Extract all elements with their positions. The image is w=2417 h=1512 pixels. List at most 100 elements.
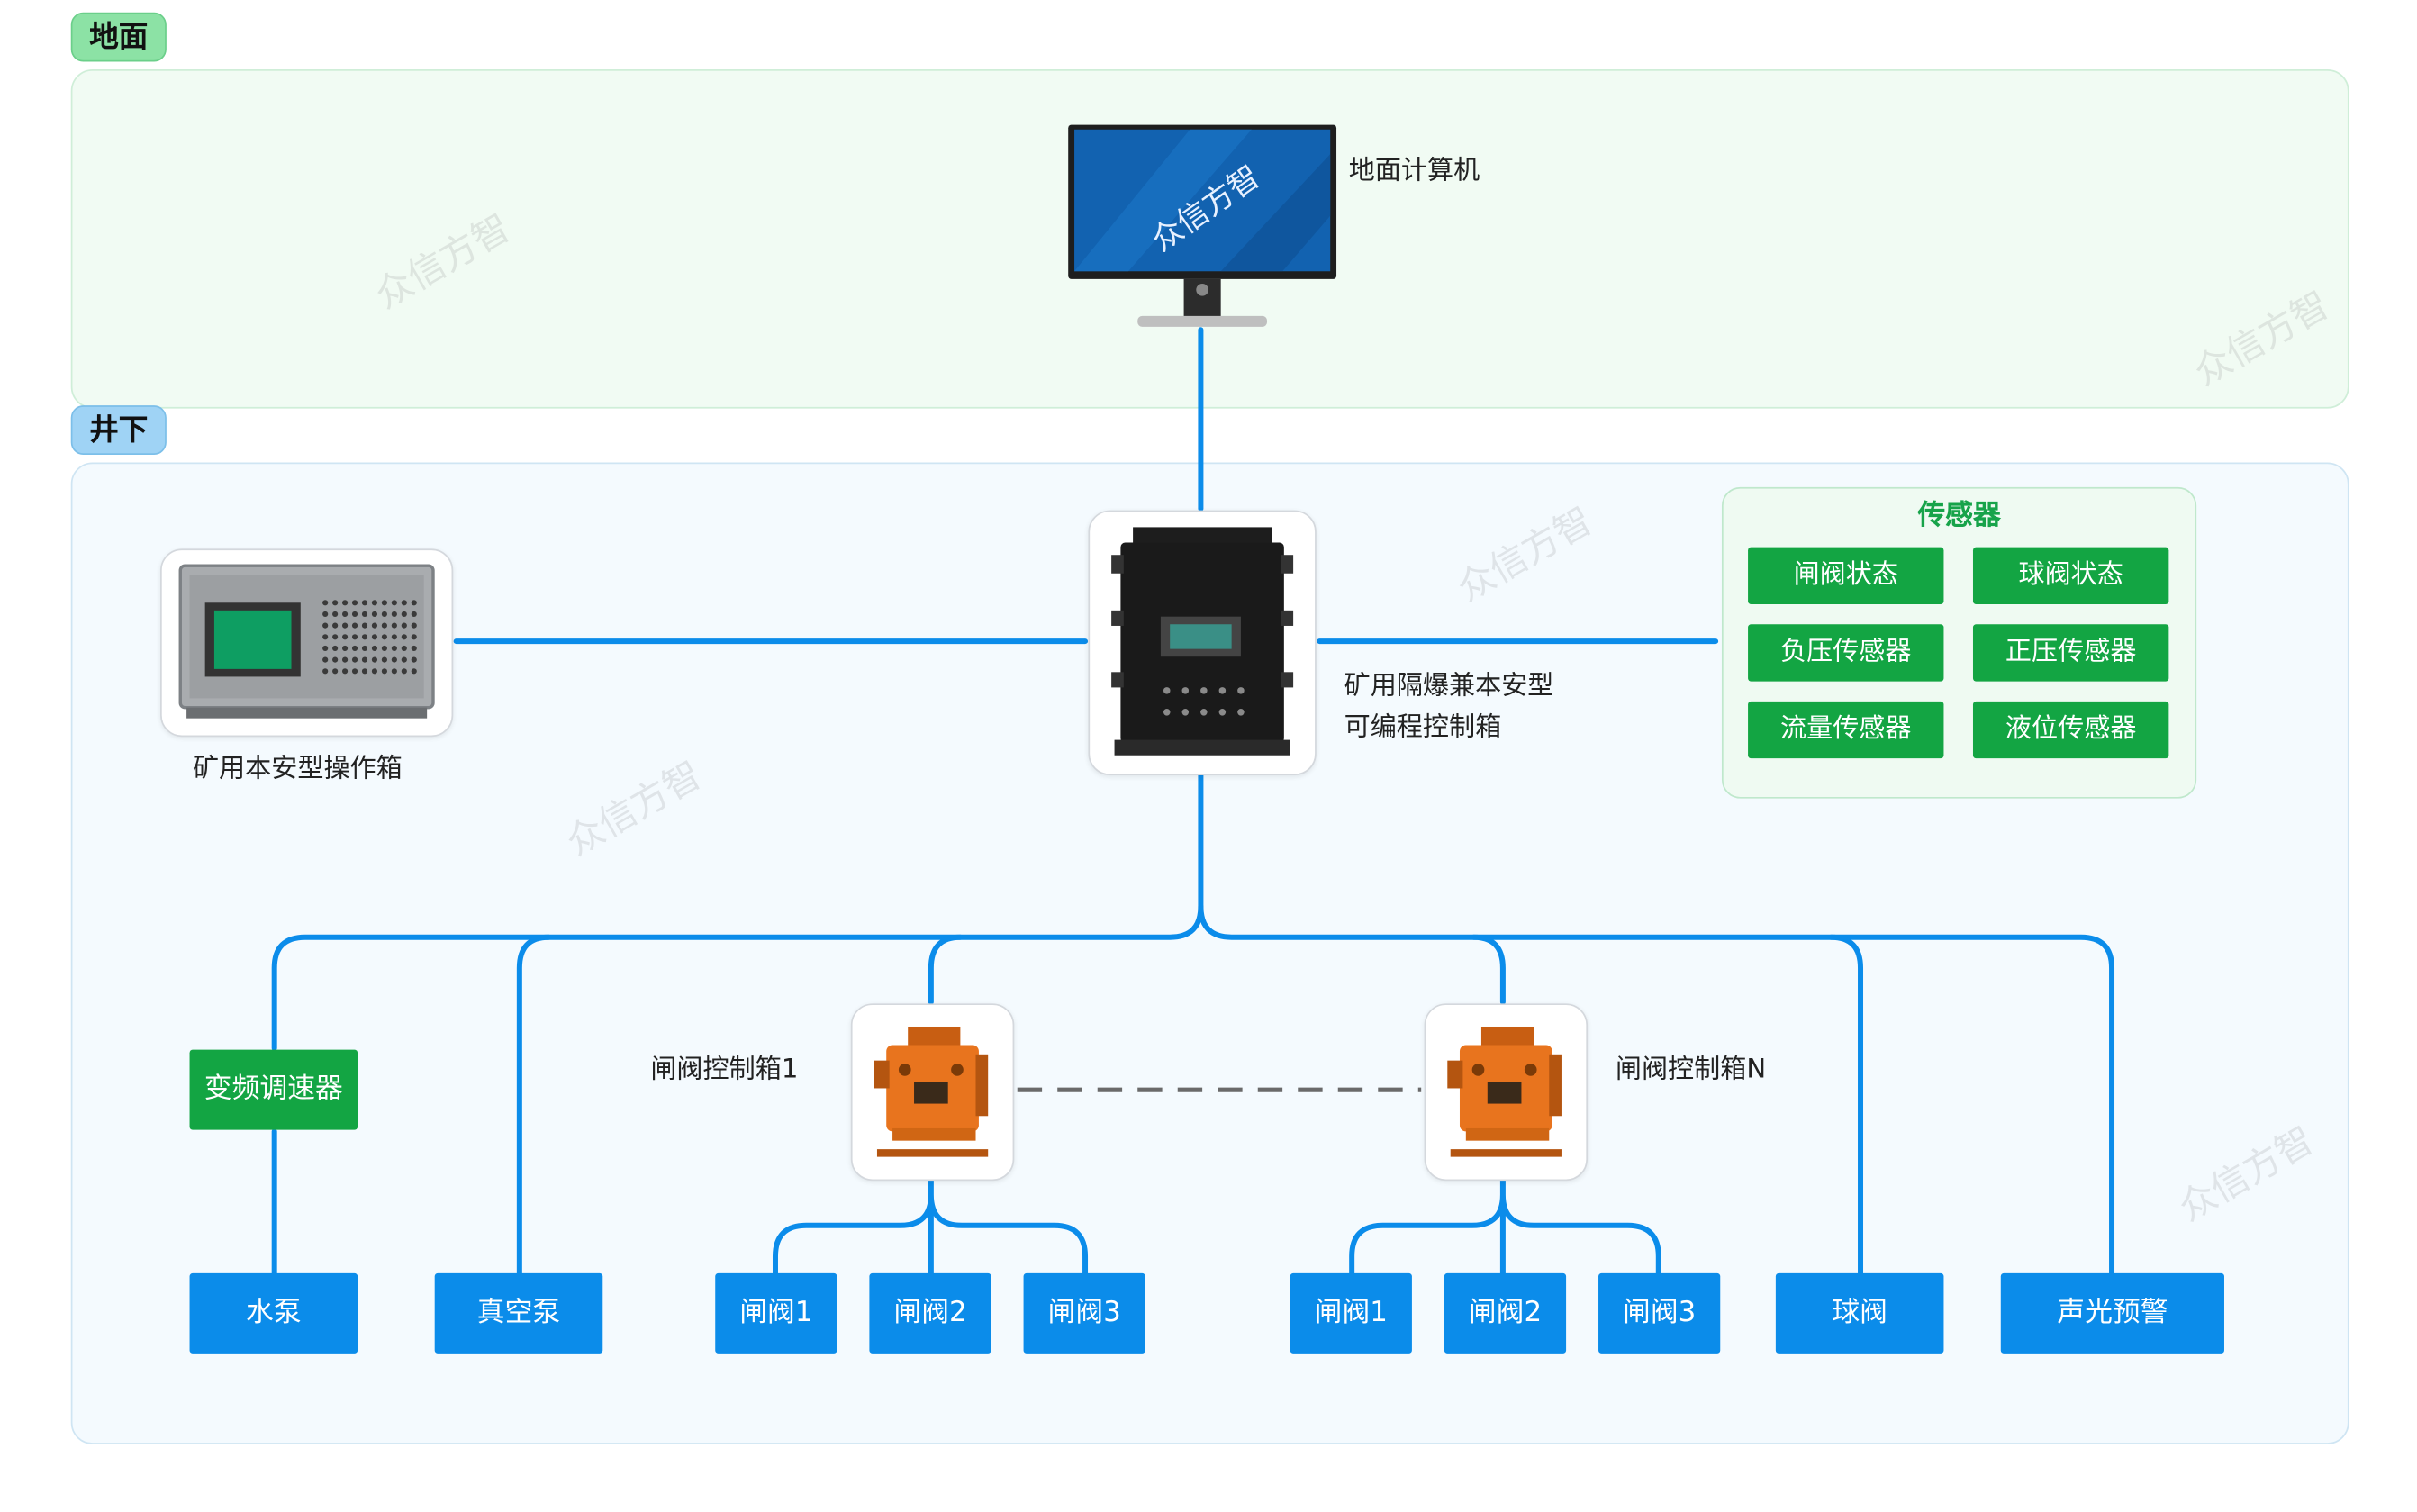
panel-button-dot: [322, 656, 329, 663]
panel-button-dot: [341, 622, 349, 629]
panel-button-dot: [381, 645, 387, 652]
panel-button-dot: [361, 622, 368, 629]
panel-button-dot: [361, 634, 368, 640]
valve-box-1-card: [850, 1003, 1015, 1182]
panel-button-dot: [361, 645, 368, 652]
sensor-panel-title: 传感器: [1917, 499, 2001, 532]
panel-button-dot: [411, 611, 417, 618]
panel-button-dot: [322, 600, 329, 606]
panel-button-dot: [371, 668, 378, 675]
ground-tag: 地面: [70, 12, 167, 62]
panel-button-dot: [351, 645, 358, 652]
panel-button-dot: [411, 668, 417, 675]
panel-button-dot: [341, 645, 349, 652]
device-gate-valve-1a: 闸阀1: [715, 1272, 837, 1354]
panel-button-dot: [322, 622, 329, 629]
panel-button-dot: [351, 656, 358, 663]
sensor-panel: 传感器 闸阀状态 球阀状态 负压传感器 正压传感器 流量传感器 液位传感器: [1721, 486, 2197, 799]
device-gate-valve-2b: 闸阀2: [1444, 1272, 1567, 1354]
panel-button-dot: [381, 622, 387, 629]
panel-button-dot: [361, 600, 368, 606]
panel-button-dot: [381, 656, 387, 663]
panel-button-dot: [391, 645, 397, 652]
panel-button-dot: [332, 668, 339, 675]
controller-label-line1: 矿用隔爆兼本安型: [1344, 670, 1554, 702]
panel-button-dot: [411, 656, 417, 663]
panel-button-dot: [401, 645, 407, 652]
panel-button-dot: [351, 622, 358, 629]
panel-button-dot: [401, 600, 407, 606]
device-water-pump: 水泵: [189, 1272, 358, 1354]
panel-button-dot: [341, 634, 349, 640]
panel-button-dot: [351, 600, 358, 606]
panel-button-dot: [381, 634, 387, 640]
panel-button-dot: [332, 622, 339, 629]
panel-button-dot: [401, 622, 407, 629]
panel-button-dot: [401, 611, 407, 618]
device-gate-valve-1b: 闸阀1: [1290, 1272, 1412, 1354]
panel-button-dot: [371, 645, 378, 652]
panel-button-dot: [391, 634, 397, 640]
ball-valve-link: [1828, 934, 1864, 1276]
panel-button-dot: [361, 656, 368, 663]
sensor-negative-pressure: 负压传感器: [1748, 624, 1944, 682]
panel-button-dot: [341, 668, 349, 675]
panel-button-dot: [411, 600, 417, 606]
device-gate-valve-3b: 闸阀3: [1598, 1272, 1721, 1354]
panel-button-dot: [391, 622, 397, 629]
panel-button-dot: [401, 656, 407, 663]
panel-button-dot: [371, 634, 378, 640]
device-vacuum-pump: 真空泵: [434, 1272, 603, 1354]
valve-box-n-icon: [1447, 1026, 1562, 1157]
panel-button-dot: [401, 668, 407, 675]
panel-button-dot: [332, 611, 339, 618]
operator-panel-icon: [178, 564, 435, 719]
valve-box-n-link: [1471, 934, 1506, 1005]
underground-tag: 井下: [70, 405, 167, 455]
panel-button-dot: [371, 600, 378, 606]
sensor-flow: 流量传感器: [1748, 701, 1944, 759]
panel-button-dot: [381, 611, 387, 618]
controller-cabinet-icon: [1111, 527, 1294, 756]
computer-monitor-icon: 众信方智: [1068, 124, 1337, 327]
bus-right: [1198, 903, 2115, 1276]
panel-button-dot: [391, 611, 397, 618]
panel-button-dot: [391, 600, 397, 606]
panel-button-dot: [361, 668, 368, 675]
controller-card: [1088, 510, 1317, 775]
panel-button-dot: [332, 600, 339, 606]
sensor-ball-valve-status: 球阀状态: [1972, 547, 2169, 604]
controller-label-line2: 可编程控制箱: [1344, 711, 1502, 744]
valve-box-n-branches: [1349, 1178, 1661, 1276]
panel-button-dot: [332, 634, 339, 640]
panel-button-dot: [411, 634, 417, 640]
device-alarm: 声光预警: [2000, 1272, 2224, 1354]
panel-button-dot: [341, 611, 349, 618]
device-gate-valve-2a: 闸阀2: [869, 1272, 991, 1354]
device-ball-valve: 球阀: [1775, 1272, 1944, 1354]
panel-button-dot: [332, 656, 339, 663]
valve-box-1-branches: [772, 1178, 1089, 1276]
panel-button-dot: [391, 656, 397, 663]
panel-button-dot: [351, 634, 358, 640]
valve-box-1-icon: [874, 1026, 989, 1157]
panel-button-dot: [411, 622, 417, 629]
panel-button-dot: [401, 634, 407, 640]
panel-button-dot: [322, 634, 329, 640]
panel-button-dot: [351, 611, 358, 618]
sensor-gate-valve-status: 闸阀状态: [1748, 547, 1944, 604]
sensor-level: 液位传感器: [1972, 701, 2169, 759]
panel-button-dot: [341, 600, 349, 606]
panel-button-dot: [371, 611, 378, 618]
valve-box-n-label: 闸阀控制箱N: [1615, 1054, 1767, 1086]
panel-button-dot: [371, 656, 378, 663]
operator-box-card: [160, 548, 454, 738]
panel-button-dot: [381, 600, 387, 606]
operator-box-label: 矿用本安型操作箱: [192, 754, 403, 785]
valve-box-1-label: 闸阀控制箱1: [650, 1054, 799, 1086]
device-gate-valve-3a: 闸阀3: [1023, 1272, 1145, 1354]
vacuum-pump-link: [516, 934, 552, 1276]
panel-button-dot: [381, 668, 387, 675]
